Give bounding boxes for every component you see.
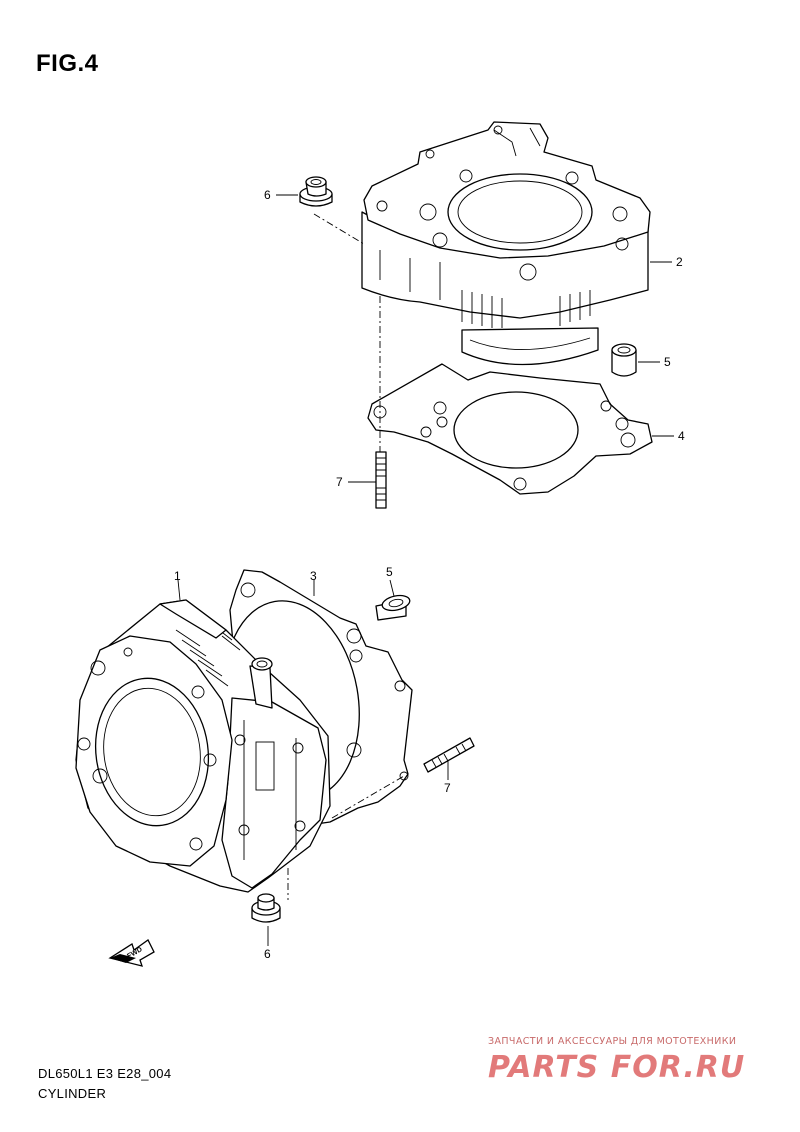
- cylinder-base-gasket-part-4: [367, 363, 653, 495]
- callout-5-bottom: 5: [386, 565, 393, 579]
- callout-5-top: 5: [664, 355, 671, 369]
- flange-nut-part-6-bottom: [251, 893, 281, 923]
- callout-7-top: 7: [336, 475, 343, 489]
- rear-cylinder-part-2: [361, 121, 651, 366]
- watermark-subtitle: ЗАПЧАСТИ И АКСЕССУАРЫ ДЛЯ МОТОТЕХНИКИ: [488, 1036, 737, 1047]
- callout-4: 4: [678, 429, 685, 443]
- stud-bolt-part-7-bottom: [423, 737, 475, 773]
- dowel-pin-part-5-top: [611, 343, 637, 377]
- front-cylinder-part-1: [75, 599, 331, 893]
- dowel-pin-part-5-bottom: [375, 594, 411, 621]
- flange-nut-part-6-top: [299, 176, 333, 207]
- callout-7-bottom: 7: [444, 781, 451, 795]
- figure-title: FIG.4: [36, 50, 99, 77]
- fwd-arrow-icon: FWD: [108, 939, 155, 967]
- callout-3: 3: [310, 569, 317, 583]
- callout-1: 1: [174, 569, 181, 583]
- model-code: DL650L1 E3 E28_004: [38, 1066, 172, 1081]
- callout-6-top: 6: [264, 188, 271, 202]
- stud-bolt-part-7-top: [375, 451, 387, 509]
- diagram-caption: CYLINDER: [38, 1086, 107, 1101]
- watermark-brand: PARTS FOR.RU: [488, 1050, 746, 1085]
- callout-2: 2: [676, 255, 683, 269]
- callout-6-bottom: 6: [264, 947, 271, 961]
